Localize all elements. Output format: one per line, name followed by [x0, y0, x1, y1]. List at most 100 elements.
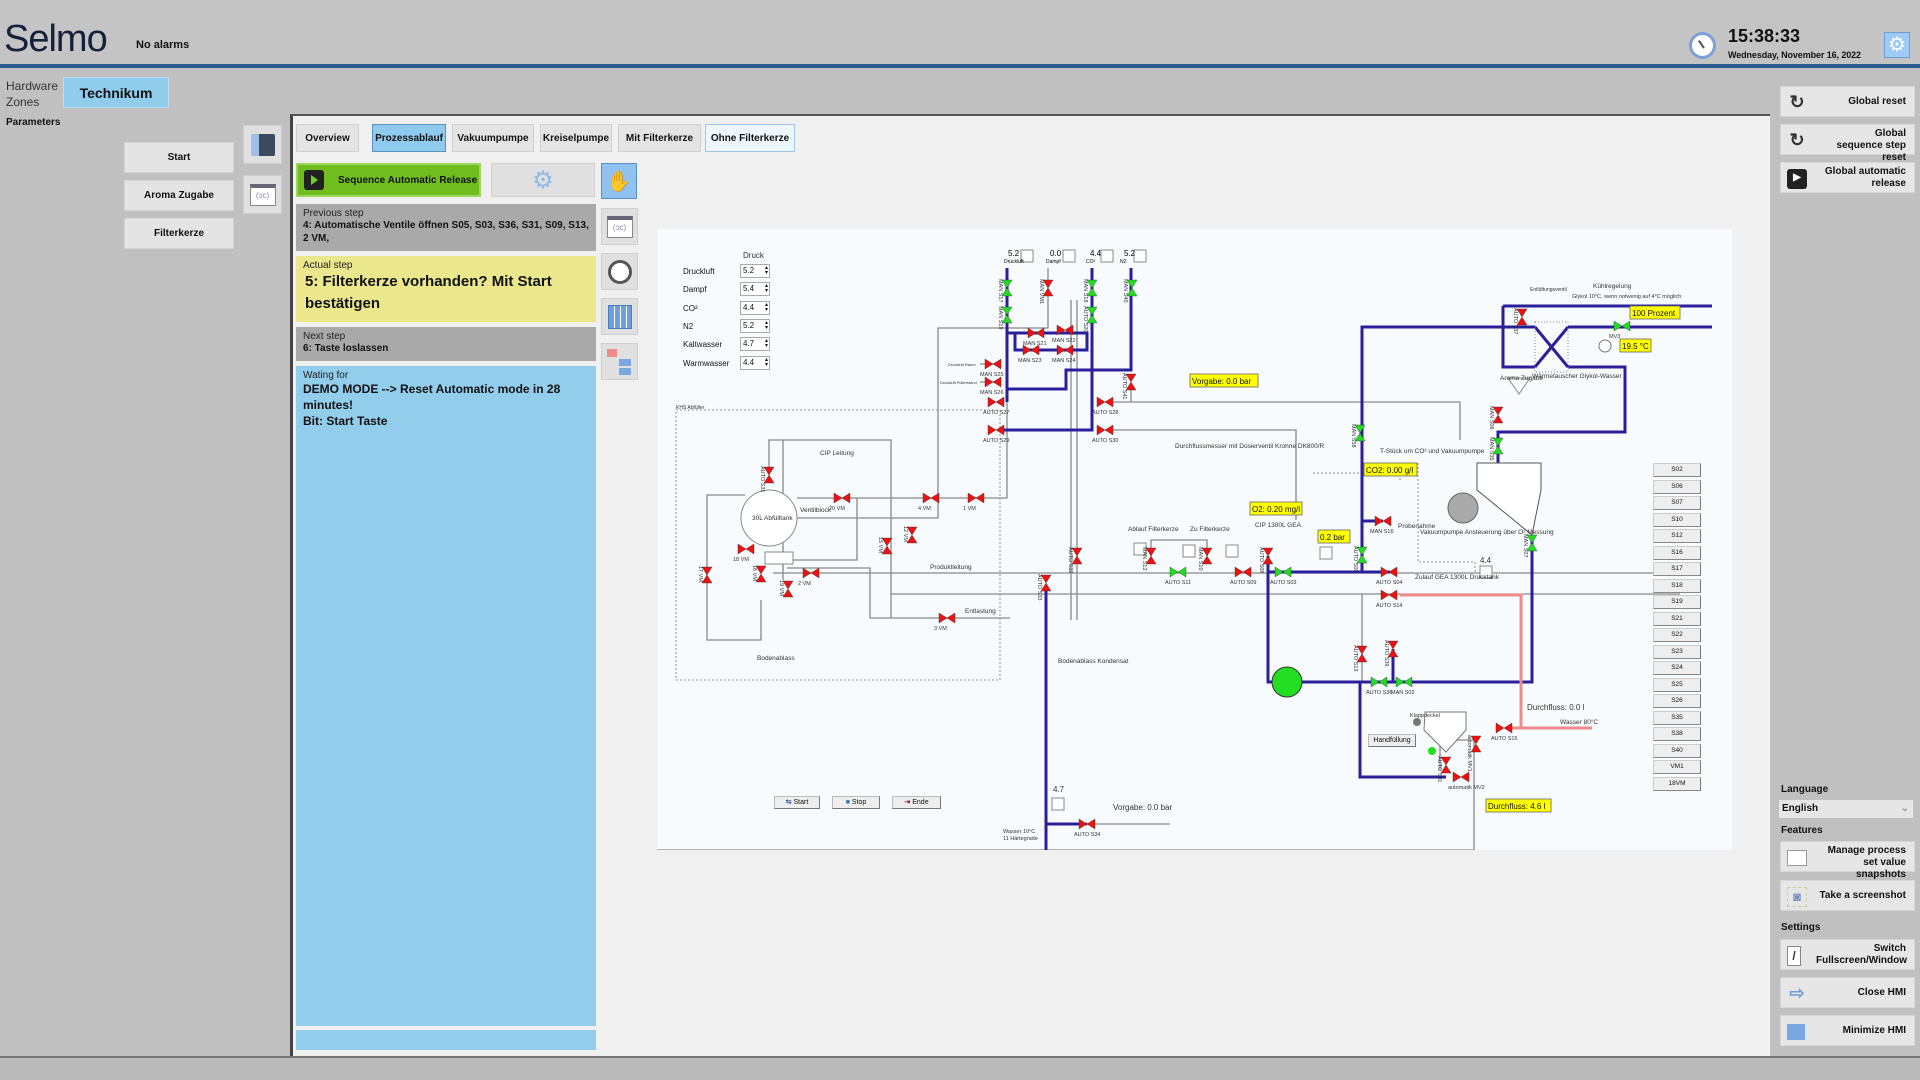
- valve-man-s18[interactable]: MAN S18: [1082, 279, 1098, 303]
- tab-overview[interactable]: Overview: [296, 124, 359, 152]
- valve-button-s24[interactable]: S24: [1653, 661, 1701, 675]
- sequence-settings-button[interactable]: ⚙: [491, 163, 595, 197]
- valve-button-s16[interactable]: S16: [1653, 545, 1701, 560]
- kreiselpumpe[interactable]: [1271, 666, 1303, 698]
- gear-icon[interactable]: ⚙: [1884, 32, 1910, 58]
- valve-auto-s41[interactable]: AUTO S41: [1121, 373, 1137, 400]
- valve-button-s07[interactable]: S07: [1653, 496, 1701, 510]
- grid-view-button[interactable]: [243, 125, 282, 164]
- valve-button-s23[interactable]: S23: [1653, 644, 1701, 659]
- valve-button-s17[interactable]: S17: [1653, 562, 1701, 576]
- valve-man-s25[interactable]: MAN S25: [980, 358, 1004, 378]
- valve-man-s02[interactable]: MAN S02: [1391, 676, 1415, 696]
- valve-button-vm1[interactable]: VM1: [1653, 760, 1701, 774]
- close-hmi-button[interactable]: ⇨Close HMI: [1780, 977, 1915, 1008]
- valve-auto-s09[interactable]: AUTO S09: [1230, 566, 1257, 586]
- valve-mv3[interactable]: MV3: [1609, 320, 1631, 340]
- switch-fullscreen-button[interactable]: /Switch Fullscreen/Window: [1780, 939, 1915, 970]
- valve-man-s23[interactable]: MAN S23: [1018, 344, 1042, 364]
- diagram-stop-button[interactable]: ■ Stop: [832, 796, 880, 809]
- tab-kreiselpumpe[interactable]: Kreiselpumpe: [540, 124, 612, 152]
- valve-auto-s29[interactable]: AUTO S29: [983, 424, 1010, 444]
- valve-button-s40[interactable]: S40: [1653, 743, 1701, 758]
- valve-automatik-mv1[interactable]: automatik MV1: [1466, 735, 1482, 772]
- global-sequence-step-reset-button[interactable]: ↻Global sequence step reset: [1780, 124, 1915, 163]
- diagram-ende-button[interactable]: ⇥ Ende: [892, 796, 941, 809]
- valve-button-s26[interactable]: S26: [1653, 694, 1701, 708]
- zone-technikum-button[interactable]: Technikum: [63, 77, 169, 108]
- window-button[interactable]: (ɔc): [601, 208, 638, 245]
- valve-auto-s05[interactable]: AUTO S05: [1352, 546, 1368, 573]
- minimize-hmi-button[interactable]: Minimize HMI: [1780, 1015, 1915, 1046]
- hierarchy-button[interactable]: [601, 343, 638, 380]
- timer-button[interactable]: [601, 253, 638, 290]
- table-button[interactable]: [601, 298, 638, 335]
- druck-spinner[interactable]: 5.2▴▾: [740, 318, 770, 333]
- valve-auto-s27[interactable]: AUTO S27: [983, 396, 1010, 416]
- filterkerze-button[interactable]: Filterkerze: [124, 218, 234, 249]
- valve-man-s16[interactable]: MAN S16: [1370, 515, 1394, 535]
- valve-12-vm[interactable]: 12 VM: [902, 526, 918, 544]
- valve-man-s22[interactable]: MAN S22: [1052, 324, 1076, 344]
- tab-prozessablauf[interactable]: Prozessablauf: [372, 124, 446, 152]
- valve-man-s06[interactable]: MAN S06: [1488, 406, 1504, 430]
- valve-man-s17[interactable]: MAN S17: [997, 279, 1013, 303]
- sequence-automatic-release-button[interactable]: Sequence Automatic Release: [296, 163, 481, 197]
- alarm-status[interactable]: No alarms: [136, 39, 190, 51]
- valve-button-s25[interactable]: S25: [1653, 677, 1701, 692]
- handfuellung-button[interactable]: Handfüllung: [1368, 734, 1416, 747]
- valve-button-s12[interactable]: S12: [1653, 529, 1701, 543]
- valve-button-s22[interactable]: S22: [1653, 628, 1701, 642]
- valve-16-vm[interactable]: 16 VM: [751, 565, 767, 583]
- valve-man-s12[interactable]: MAN S12: [1141, 547, 1157, 571]
- valve-button-s10[interactable]: S10: [1653, 512, 1701, 527]
- valve-auto-s33[interactable]: AUTO S33: [1036, 574, 1052, 601]
- valve-button-s02[interactable]: S02: [1653, 463, 1701, 477]
- valve-man-s40[interactable]: MAN S40: [1122, 279, 1138, 303]
- valve-3-vm[interactable]: 3 VM: [934, 612, 956, 632]
- aroma-zugabe-button[interactable]: Aroma Zugabe: [124, 180, 234, 211]
- valve-20-vm[interactable]: 20 VM: [829, 492, 851, 512]
- valve-button-s18[interactable]: S18: [1653, 578, 1701, 593]
- manage-snapshots-button[interactable]: Manage process set value snapshots: [1780, 841, 1915, 880]
- valve-auto-s37[interactable]: AUTO S37: [1512, 308, 1528, 335]
- manual-mode-button[interactable]: ✋: [601, 163, 637, 199]
- valve-auto-s14[interactable]: AUTO S14: [1376, 589, 1403, 609]
- valve-auto-s30[interactable]: AUTO S30: [1092, 424, 1119, 444]
- valve-auto-s13[interactable]: AUTO S13: [1352, 645, 1368, 672]
- tab-vakuumpumpe[interactable]: Vakuumpumpe: [452, 124, 534, 152]
- druck-spinner[interactable]: 4.7▴▾: [740, 337, 770, 352]
- valve-17-vm[interactable]: 17 VM: [697, 566, 713, 584]
- valve-man-vm1[interactable]: MAN VM1: [1038, 279, 1054, 304]
- valve-button-s06[interactable]: S06: [1653, 479, 1701, 494]
- valve-auto-s03[interactable]: AUTO S03: [1270, 566, 1297, 586]
- valve-auto-s32[interactable]: AUTO S32: [1067, 547, 1083, 574]
- valve-man-s10[interactable]: MAN S10: [1197, 547, 1213, 571]
- druck-spinner[interactable]: 4.4▴▾: [740, 300, 770, 315]
- global-automatic-release-button[interactable]: ▶Global automatic release: [1780, 162, 1915, 193]
- global-reset-button[interactable]: ↻Global reset: [1780, 86, 1915, 117]
- valve-auto-s11[interactable]: AUTO S11: [1165, 566, 1191, 586]
- valve-man-s38[interactable]: MAN S38: [1350, 424, 1366, 448]
- valve-auto-s04[interactable]: AUTO S04: [1376, 566, 1403, 586]
- valve-auto-s01[interactable]: AUTO S01: [1436, 756, 1452, 783]
- valve-4-vm[interactable]: 4 VM: [918, 492, 940, 512]
- druck-spinner[interactable]: 4.4▴▾: [740, 355, 770, 370]
- valve-man-s24[interactable]: MAN S24: [1052, 344, 1076, 364]
- valve-2-vm[interactable]: 2 VM: [798, 567, 820, 587]
- take-screenshot-button[interactable]: ◙Take a screenshot: [1780, 880, 1915, 911]
- valve-button-s35[interactable]: S35: [1653, 710, 1701, 725]
- tab-ohne-filterkerze[interactable]: Ohne Filterkerze: [705, 124, 795, 152]
- valve-auto-s36[interactable]: AUTO S36: [1366, 676, 1393, 696]
- diagram-start-button[interactable]: ⇆ Start: [774, 796, 820, 809]
- valve-auto-s15[interactable]: AUTO S15: [1491, 722, 1518, 742]
- valve-auto-s34[interactable]: AUTO S34: [1074, 818, 1101, 838]
- valve-auto-s39[interactable]: AUTO S39: [1383, 640, 1399, 667]
- valve-auto-s08[interactable]: AUTO S08: [1258, 547, 1274, 574]
- valve-man-s21[interactable]: MAN S21: [1023, 327, 1047, 347]
- valve-man-s35[interactable]: MAN S35: [1488, 437, 1504, 461]
- druck-spinner[interactable]: 5.4▴▾: [740, 282, 770, 297]
- valve-button-s19[interactable]: S19: [1653, 595, 1701, 609]
- window-view-button[interactable]: (ɔc): [243, 175, 282, 214]
- start-button[interactable]: Start: [124, 142, 234, 173]
